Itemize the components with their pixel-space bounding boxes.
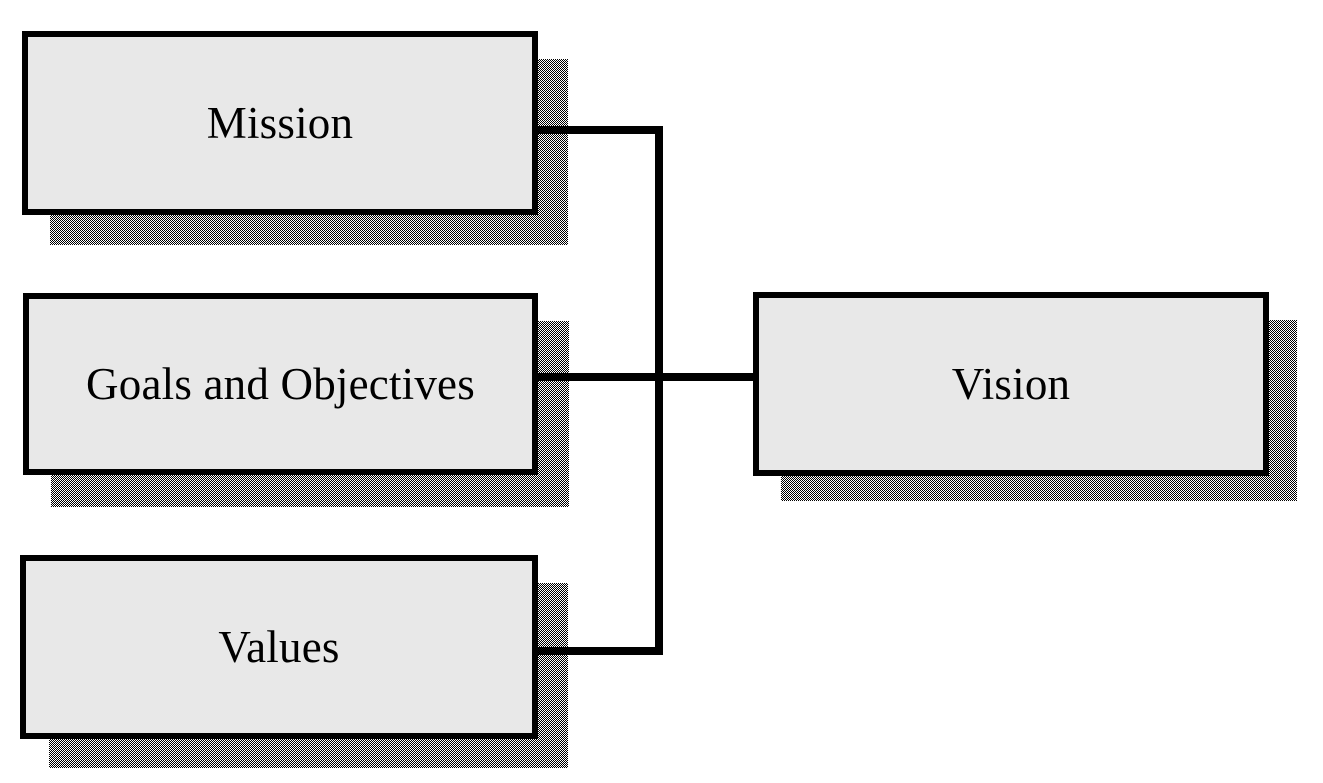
connector-values-to-trunk — [533, 647, 663, 655]
node-mission-label: Mission — [206, 97, 354, 148]
node-values[interactable]: Values — [20, 555, 538, 739]
node-goals-and-objectives[interactable]: Goals and Objectives — [23, 293, 538, 475]
connector-vertical-trunk — [655, 126, 663, 655]
node-vision[interactable]: Vision — [753, 292, 1269, 476]
node-values-label: Values — [218, 621, 340, 672]
node-vision-label: Vision — [951, 358, 1071, 409]
node-goals-and-objectives-label: Goals and Objectives — [86, 358, 475, 409]
connector-goals-to-vision — [533, 373, 760, 381]
connector-mission-to-trunk — [533, 126, 663, 134]
node-mission[interactable]: Mission — [22, 31, 538, 215]
